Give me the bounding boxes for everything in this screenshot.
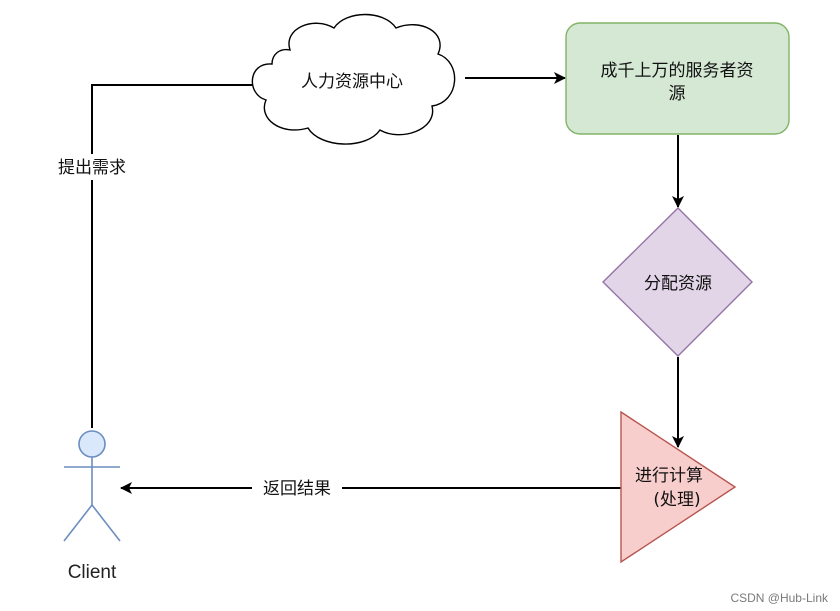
edge-return-label: 返回结果 — [263, 479, 331, 499]
compute-label-line1: 进行计算 — [635, 466, 703, 486]
hr-center-label: 人力资源中心 — [301, 72, 403, 92]
node-servers: 成千上万的服务者资 源 — [565, 22, 790, 135]
client-label: Client — [68, 562, 117, 583]
node-hr-center: 人力资源中心 — [251, 13, 456, 145]
watermark: CSDN @Hub-Link — [730, 591, 828, 605]
actor-right-leg — [91, 504, 121, 542]
servers-label-line1: 成千上万的服务者资 — [601, 61, 754, 81]
actor-head — [78, 430, 106, 458]
compute-triangle — [620, 410, 737, 564]
servers-box — [565, 22, 790, 135]
compute-label-line2: (处理) — [653, 490, 700, 510]
allocate-diamond — [602, 207, 753, 357]
servers-label-line2: 源 — [669, 84, 686, 104]
allocate-label: 分配资源 — [644, 274, 712, 294]
edge-request-label-bg — [48, 154, 136, 180]
actor-left-leg — [63, 504, 93, 542]
cloud-shape — [251, 13, 456, 145]
edge-request — [91, 79, 267, 428]
node-allocate: 分配资源 — [602, 207, 753, 357]
edge-return-label-bg — [252, 474, 342, 502]
node-compute: 进行计算 (处理) — [620, 410, 737, 564]
edge-request-label: 提出需求 — [58, 158, 126, 178]
node-client: Client — [63, 430, 121, 583]
